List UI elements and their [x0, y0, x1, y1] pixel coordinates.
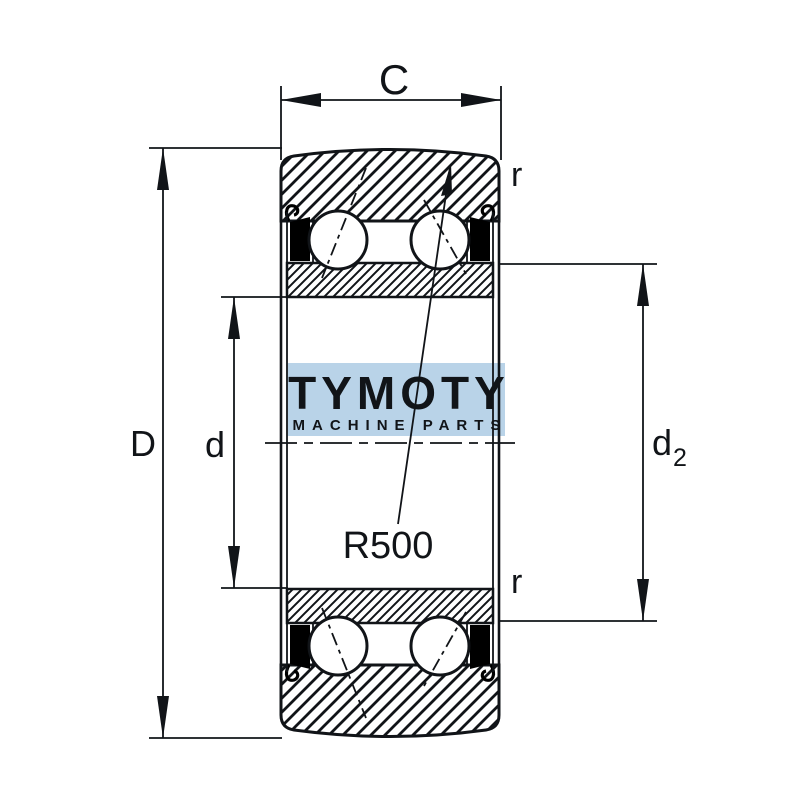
- label-outer-diameter-D: D: [130, 423, 156, 464]
- seal-lip-bottom-right: [480, 664, 496, 682]
- arrowhead-d-top: [228, 297, 240, 339]
- arrowhead-d2-bottom: [637, 579, 649, 621]
- watermark-brand: TYMOTY: [288, 367, 510, 419]
- label-crown-radius-R500: R500: [343, 525, 434, 567]
- watermark-box: [288, 363, 505, 436]
- arrowhead-C-left: [281, 93, 321, 107]
- label-corner-radius-top-r: r: [511, 156, 522, 194]
- label-width-C: C: [379, 56, 409, 103]
- seal-lip-bottom-left: [284, 664, 300, 682]
- arrowhead-C-right: [461, 93, 501, 107]
- label-corner-radius-bottom-r: r: [511, 563, 522, 601]
- seal-top-right: [470, 217, 490, 261]
- outer-ring-bottom-section: [279, 663, 501, 738]
- label-shoulder-diameter-d2: d2: [652, 422, 687, 472]
- ball-bottom-left: [307, 615, 369, 677]
- leader-arrowhead: [441, 163, 452, 196]
- watermark-tagline: MACHINE PARTS: [293, 417, 508, 434]
- contact-angle-lines: [321, 167, 467, 719]
- arrowhead-D-top: [157, 148, 169, 190]
- dimension-D: [149, 147, 282, 739]
- arrowhead-d-bottom: [228, 546, 240, 588]
- inner-ring-top-section: [285, 261, 495, 299]
- seals: [284, 204, 496, 682]
- seal-bottom-left: [290, 625, 310, 669]
- seal-top-left: [290, 217, 310, 261]
- dimension-d2: [499, 263, 657, 622]
- seal-bottom-right: [470, 625, 490, 669]
- watermark: TYMOTY MACHINE PARTS: [288, 363, 510, 436]
- arrowhead-d2-top: [637, 264, 649, 306]
- ball-top-left: [307, 209, 369, 271]
- dimension-d: [221, 296, 288, 589]
- crown-radius-leader: [397, 163, 452, 525]
- label-bore-diameter-d: d: [205, 424, 225, 465]
- ball-bottom-right: [409, 615, 471, 677]
- outer-ring-top-section: [279, 148, 501, 223]
- arrowhead-D-bottom: [157, 696, 169, 738]
